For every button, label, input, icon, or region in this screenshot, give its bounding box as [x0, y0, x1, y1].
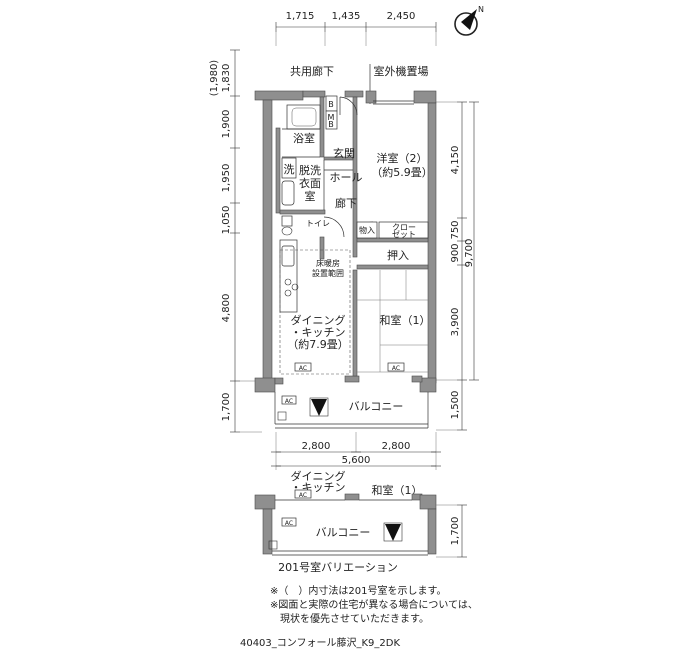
variation-dining-1: ダイニング	[291, 469, 346, 483]
dining-label-2: ・キッチン	[291, 326, 346, 339]
svg-text:B: B	[328, 120, 334, 129]
variation-japanese-room: 和室（1）	[372, 483, 423, 497]
wash-label: 洗	[284, 163, 295, 176]
ac-label-dining: AC	[299, 365, 307, 372]
top-dim-2: 1,435	[332, 11, 361, 22]
outdoor-unit-label: 室外機置場	[374, 64, 429, 78]
right-dim-total: 9,700	[464, 239, 475, 268]
closet-label-2: ゼット	[392, 229, 416, 239]
right-dimensions: 4,150 750 900 9,700 3,900 1,500	[436, 101, 479, 431]
dressing-label-1: 脱洗	[299, 163, 321, 177]
dining-kitchen: 床暖房 設置範囲 ダイニング ・キッチン （約7.9畳） AC AC	[279, 239, 405, 375]
left-dim-6: 1,700	[221, 393, 232, 422]
note-line-3: 現状を優先させていただきます。	[270, 612, 429, 625]
western-room: 洋室（2） （約5.9畳）	[356, 100, 433, 239]
western-room-size: （約5.9畳）	[371, 165, 433, 179]
walls	[254, 90, 437, 393]
variation-ac-2: AC	[285, 520, 293, 527]
bottom-dim-total: 5,600	[342, 455, 371, 466]
variation-title: 201号室バリエーション	[278, 560, 398, 574]
floor-heating-label-1: 床暖房	[316, 258, 340, 268]
bottom-dim-1: 2,800	[302, 441, 331, 452]
floor-heating-label-2: 設置範囲	[312, 268, 344, 278]
dining-label-1: ダイニング	[291, 313, 346, 327]
japanese-room-label: 和室（1）	[380, 313, 431, 327]
north-compass-icon: N	[454, 5, 484, 36]
bottom-dim-2: 2,800	[382, 441, 411, 452]
entrance-hall: 玄関 ホール 廊下	[324, 146, 363, 210]
toilet-room: トイレ	[281, 215, 345, 238]
right-dim-1: 4,150	[450, 146, 461, 175]
variation-right-dim: 1,700	[450, 517, 461, 546]
right-dim-5: 1,500	[450, 391, 461, 420]
variation-balcony: バルコニー	[316, 526, 371, 539]
western-room-label: 洋室（2）	[377, 151, 428, 165]
ac-label-japanese: AC	[392, 365, 400, 372]
left-dim-201: (1,980)	[209, 60, 220, 97]
toilet-label: トイレ	[306, 219, 330, 228]
left-dim-4: 1,050	[221, 206, 232, 235]
entrance-label: 玄関	[333, 146, 355, 160]
right-dim-3: 900	[450, 243, 461, 262]
variation-ac-1: AC	[299, 492, 307, 499]
dressing-label-3: 室	[305, 189, 316, 203]
top-dimensions: 1,715 1,435 2,450	[275, 11, 437, 46]
right-dim-2: 750	[450, 220, 461, 239]
svg-text:M: M	[328, 113, 335, 122]
left-dimensions: (1,980) 1,830 1,900 1,950 1,050 4,800 1,…	[209, 49, 262, 433]
bottom-dimensions: 2,800 2,800 5,600	[271, 432, 441, 470]
dressing-label-2: 衣面	[299, 176, 321, 190]
left-dim-2: 1,900	[221, 110, 232, 139]
left-dim-3: 1,950	[221, 164, 232, 193]
japanese-room: 和室（1）	[357, 270, 431, 373]
dining-size-label: （約7.9畳）	[287, 337, 349, 351]
shared-corridor-label: 共用廊下	[290, 64, 334, 78]
closet-label-1: クロー	[392, 223, 416, 232]
storage-label: 物入	[359, 225, 375, 235]
ac-label-balcony: AC	[285, 398, 293, 405]
b-box-label: B	[328, 100, 334, 109]
compass-north-letter: N	[478, 5, 484, 14]
top-dim-3: 2,450	[387, 11, 416, 22]
balcony: AC バルコニー	[274, 392, 429, 429]
balcony-label: バルコニー	[349, 400, 404, 413]
variation-hatch-icon	[385, 524, 401, 541]
hallway-label: 廊下	[335, 196, 357, 210]
evacuation-hatch-icon	[311, 399, 327, 416]
note-line-1: ※（ ）内寸法は201号室を示します。	[270, 584, 446, 597]
bath-label: 浴室	[293, 131, 315, 145]
right-dim-4: 3,900	[450, 308, 461, 337]
top-dim-1: 1,715	[286, 11, 315, 22]
note-line-2: ※図面と実際の住宅が異なる場合については、	[270, 598, 478, 611]
storage-closet: 物入 クロー ゼット 押入	[356, 221, 429, 262]
hall-label: ホール	[330, 171, 363, 184]
dressing-room: 洗 脱洗 衣面 室	[281, 157, 325, 210]
variation-plan: ダイニング ・キッチン 和室（1） AC AC バルコニー 1,700 201号…	[254, 469, 467, 574]
left-dim-5: 4,800	[221, 294, 232, 323]
oshiire-label: 押入	[387, 248, 409, 262]
footer-code: 40403_コンフォール藤沢_K9_2DK	[240, 636, 400, 649]
left-dim-1: 1,830	[221, 64, 232, 93]
bath-area: 浴室 B M B	[282, 95, 358, 158]
